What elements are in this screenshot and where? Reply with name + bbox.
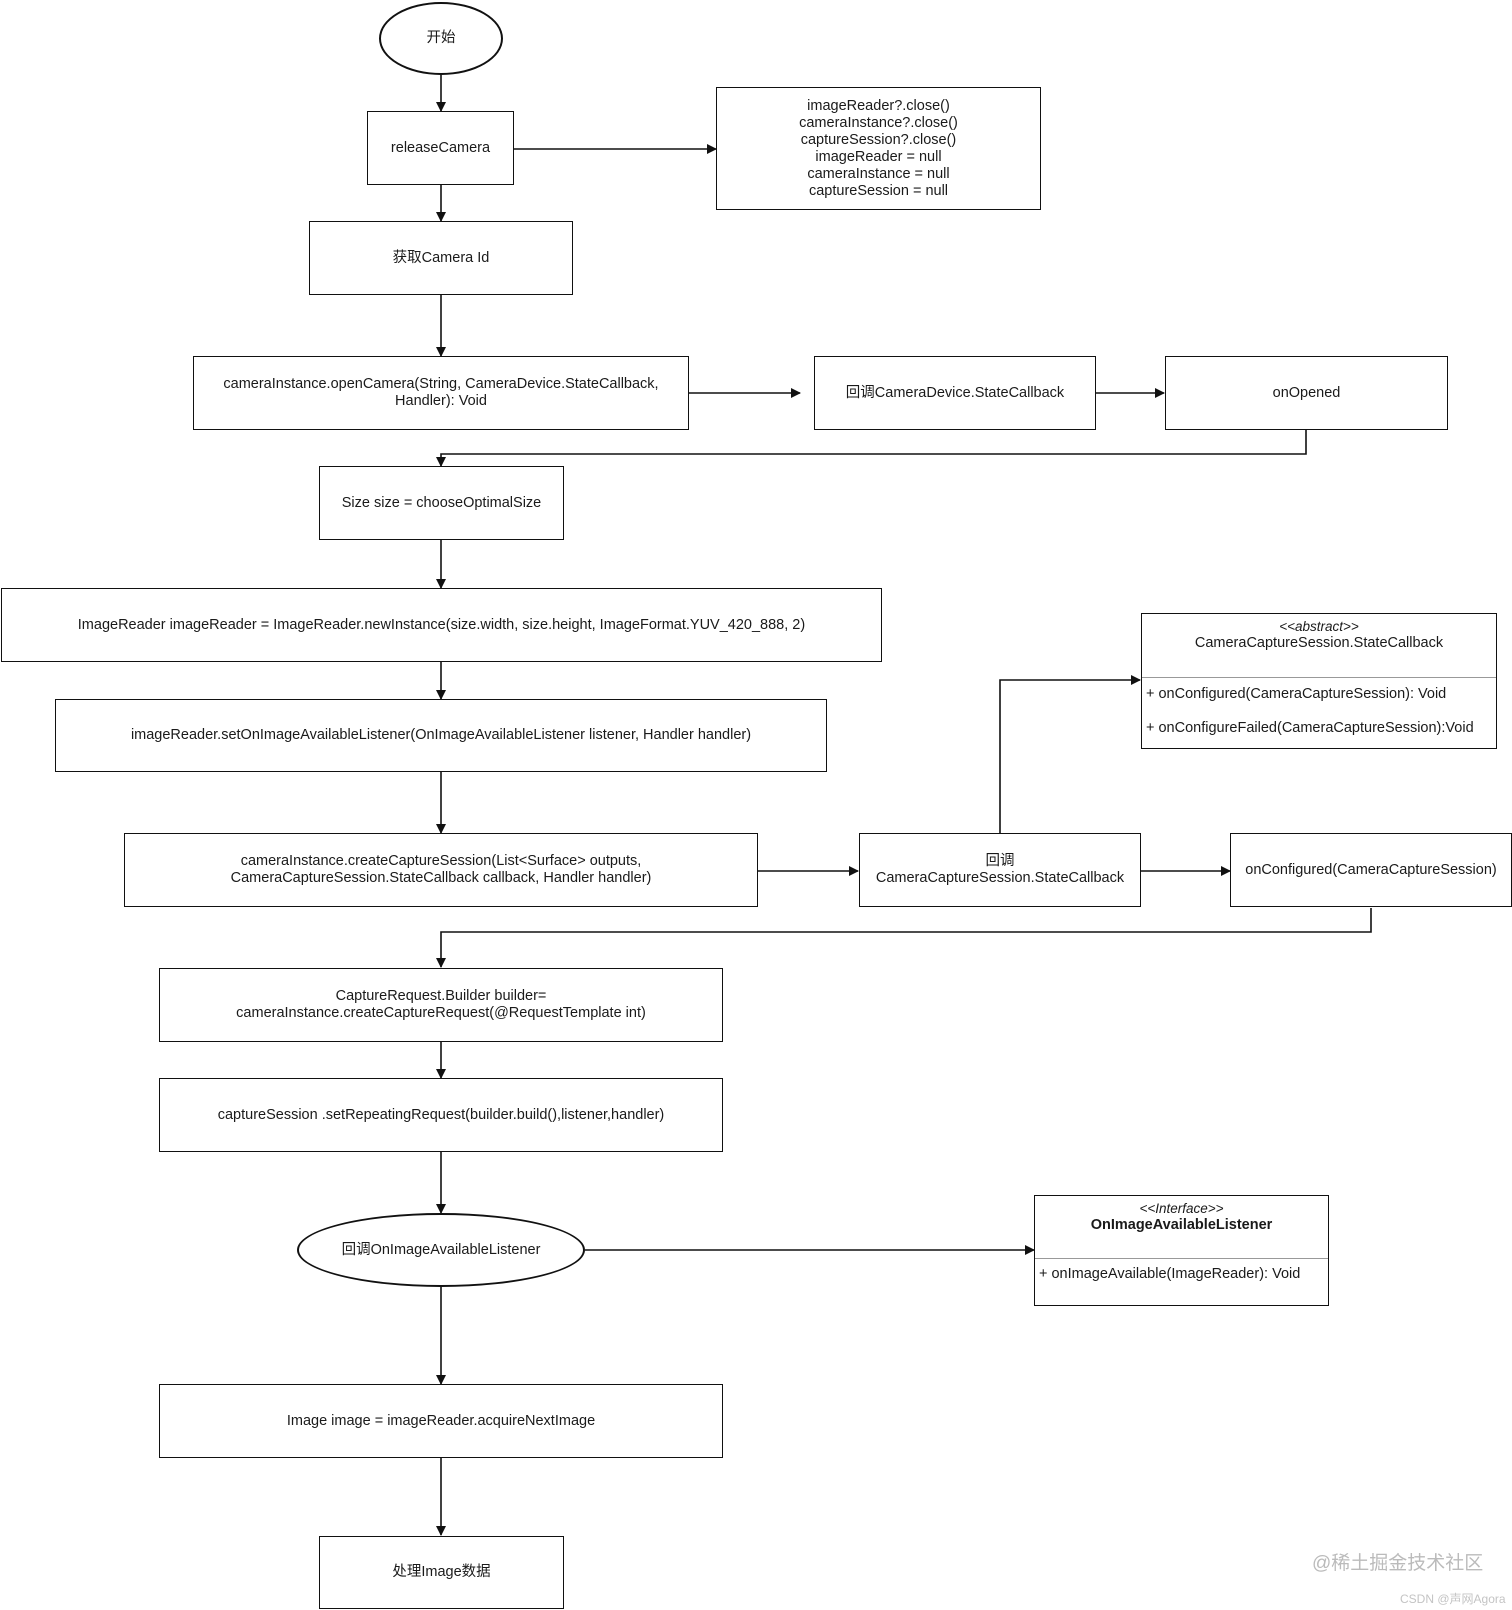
interface-divider	[1035, 1258, 1328, 1259]
class-stereotype: <<abstract>>	[1279, 619, 1359, 634]
watermark-credit: CSDN @声网Agora	[1400, 1592, 1506, 1606]
start-node: 开始	[379, 2, 503, 75]
new-image-reader-node: ImageReader imageReader = ImageReader.ne…	[1, 588, 882, 662]
class-method: + onConfigured(CameraCaptureSession): Vo…	[1146, 686, 1447, 702]
on-configured-node: onConfigured(CameraCaptureSession)	[1230, 833, 1512, 907]
open-camera-node: cameraInstance.openCamera(String, Camera…	[193, 356, 689, 430]
repeating-request-node: captureSession .setRepeatingRequest(buil…	[159, 1078, 723, 1152]
listener-interface-box: <<Interface>> OnImageAvailableListener +…	[1034, 1195, 1329, 1306]
edge-callback-to-uml	[999, 675, 1141, 833]
class-name: CameraCaptureSession.StateCallback	[1194, 635, 1444, 651]
edge-onopened-to-size	[436, 430, 1307, 467]
session-callback-class-box: <<abstract>> CameraCaptureSession.StateC…	[1141, 613, 1497, 749]
acquire-image-node: Image image = imageReader.acquireNextIma…	[159, 1384, 723, 1458]
interface-stereotype: <<Interface>>	[1139, 1201, 1224, 1216]
device-callback-node: 回调CameraDevice.StateCallback	[814, 356, 1096, 430]
on-opened-node: onOpened	[1165, 356, 1448, 430]
image-available-callback-node: 回调OnImageAvailableListener	[297, 1213, 585, 1287]
capture-builder-node: CaptureRequest.Builder builder= cameraIn…	[159, 968, 723, 1042]
interface-method: + onImageAvailable(ImageReader): Void	[1039, 1266, 1301, 1282]
release-camera-node: releaseCamera	[367, 111, 514, 185]
session-callback-node: 回调 CameraCaptureSession.StateCallback	[859, 833, 1141, 907]
release-details-node: imageReader?.close() cameraInstance?.clo…	[716, 87, 1041, 210]
create-session-node: cameraInstance.createCaptureSession(List…	[124, 833, 758, 907]
get-camera-id-node: 获取Camera Id	[309, 221, 573, 295]
edge-onconfigured-to-builder	[436, 908, 1372, 968]
interface-name: OnImageAvailableListener	[1090, 1217, 1273, 1233]
class-method: + onConfigureFailed(CameraCaptureSession…	[1146, 720, 1474, 736]
process-image-node: 处理Image数据	[319, 1536, 564, 1609]
class-divider	[1142, 677, 1496, 678]
choose-size-node: Size size = chooseOptimalSize	[319, 466, 564, 540]
set-listener-node: imageReader.setOnImageAvailableListener(…	[55, 699, 827, 772]
watermark-site: @稀土掘金技术社区	[1312, 1553, 1484, 1574]
